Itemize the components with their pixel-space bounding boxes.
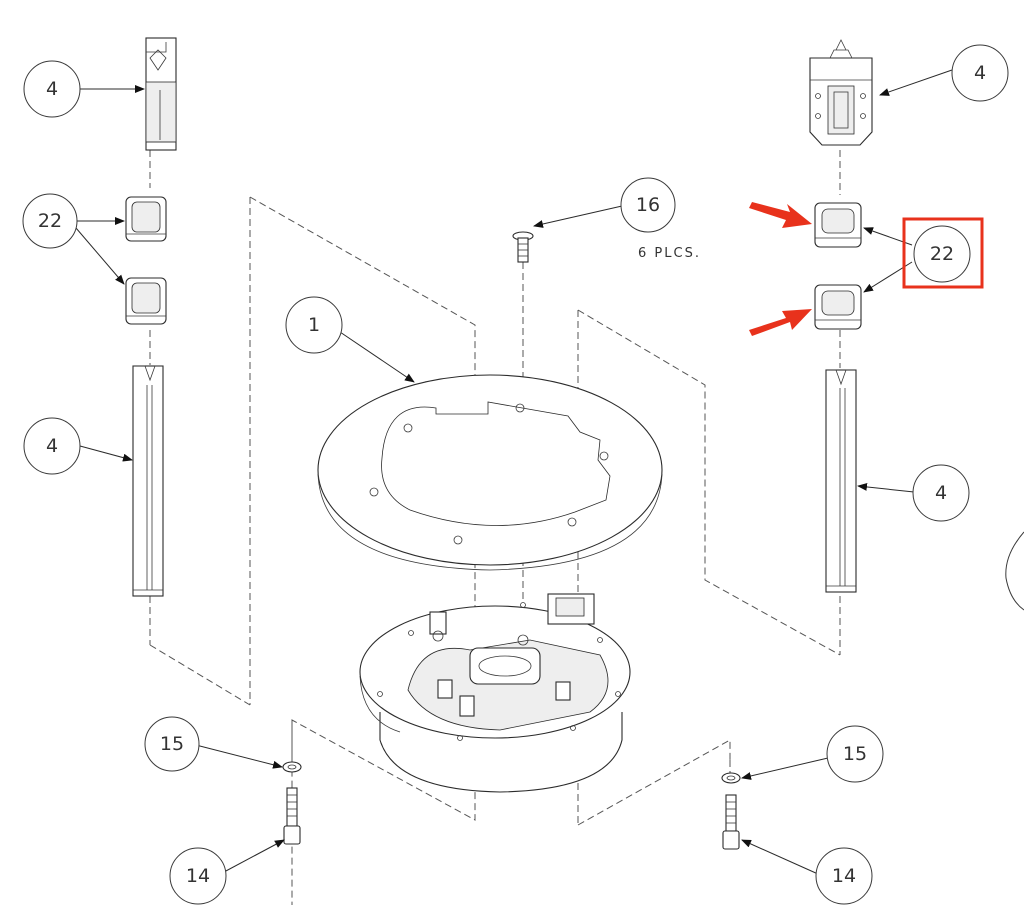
left-cap-screw	[283, 787, 301, 845]
svg-text:14: 14	[186, 865, 210, 887]
partial-callout-edge	[1005, 531, 1024, 611]
callout-14-left: 14	[169, 847, 227, 905]
svg-text:1: 1	[308, 314, 320, 336]
right-washer	[721, 772, 741, 784]
svg-text:22: 22	[930, 243, 954, 265]
highlight-arrow-lower	[749, 309, 812, 336]
svg-text:16: 16	[636, 194, 660, 216]
quantity-note: 6 PLCS.	[638, 246, 701, 261]
callout-4-mid-right: 4	[912, 464, 970, 522]
left-spacer-upper	[125, 196, 167, 242]
callout-22-right: 22	[913, 225, 971, 283]
left-top-bracket	[145, 37, 177, 151]
svg-text:22: 22	[38, 210, 62, 232]
callout-15-left: 15	[144, 716, 200, 772]
highlight-arrows	[749, 202, 812, 336]
callout-22-left: 22	[22, 193, 78, 249]
right-top-bracket	[809, 39, 873, 146]
right-rail	[825, 369, 857, 593]
left-washer	[282, 761, 302, 773]
callout-4-top-left: 4	[23, 60, 81, 118]
ring-plate	[317, 374, 663, 571]
highlight-arrow-upper	[749, 202, 812, 228]
svg-text:4: 4	[46, 435, 58, 457]
left-rail	[132, 365, 164, 597]
svg-text:15: 15	[160, 733, 184, 755]
right-cap-screw	[722, 794, 740, 850]
base-assembly	[359, 593, 631, 793]
callout-4-top-right: 4	[951, 44, 1009, 102]
svg-text:4: 4	[46, 78, 58, 100]
highlight-box	[902, 217, 984, 289]
callout-1: 1	[285, 296, 343, 354]
svg-text:15: 15	[843, 743, 867, 765]
left-spacer-lower	[125, 277, 167, 325]
callout-4-mid-left: 4	[23, 417, 81, 475]
callout-14-right: 14	[815, 847, 873, 905]
svg-text:14: 14	[832, 865, 856, 887]
svg-text:4: 4	[974, 62, 986, 84]
callout-16: 16	[620, 177, 676, 233]
callout-15-right: 15	[826, 725, 884, 783]
right-spacer-lower	[814, 284, 862, 330]
center-screw	[512, 231, 534, 263]
svg-text:4: 4	[935, 482, 947, 504]
right-spacer-upper	[814, 202, 862, 248]
